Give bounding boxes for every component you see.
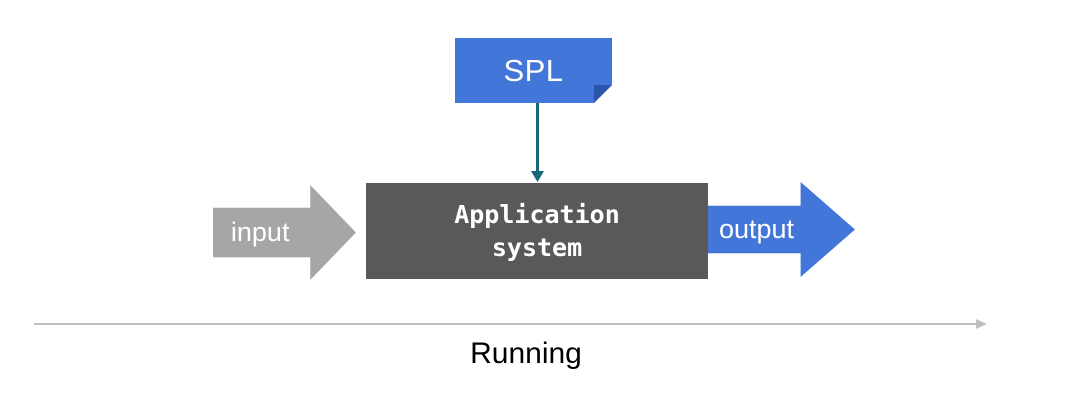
output-arrow-label: output <box>718 214 795 244</box>
application-system-line1: Application <box>454 200 620 229</box>
output-arrow: output <box>708 182 855 277</box>
application-system-line2: system <box>491 233 583 262</box>
spl-label: SPL <box>503 52 564 88</box>
timeline-label: Running <box>470 337 582 370</box>
spl-connector-line <box>536 103 539 173</box>
spl-note-shape: SPL <box>455 38 612 103</box>
arrow-right-icon <box>976 319 987 329</box>
input-arrow: input <box>213 185 356 280</box>
timeline-line <box>34 323 978 325</box>
application-system-box: Application system <box>366 183 708 279</box>
spl-note-fold-corner <box>594 85 612 103</box>
arrow-down-icon <box>531 171 544 182</box>
input-arrow-label: input <box>230 217 290 247</box>
